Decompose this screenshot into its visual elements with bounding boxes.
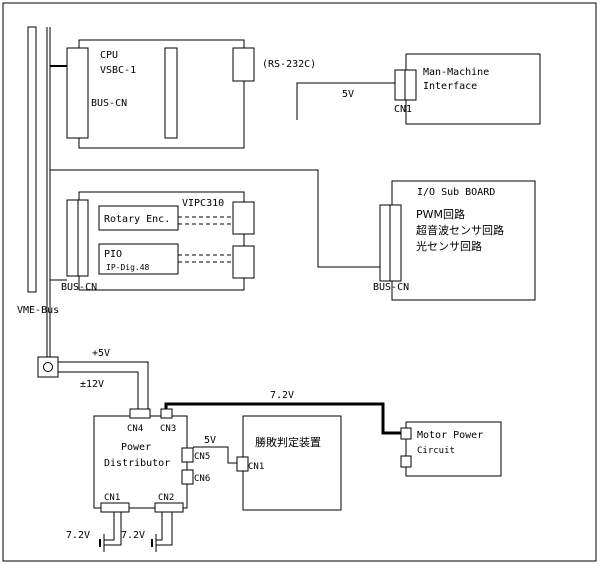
- serial-5v-label: 5V: [342, 89, 354, 100]
- io-sub-ultrasonic: 超音波センサ回路: [416, 223, 504, 237]
- pm12v-line: [58, 371, 139, 409]
- cpu-model: VSBC-1: [100, 65, 136, 76]
- cn4-connector: [129, 408, 151, 419]
- vipc-label: VIPC310: [182, 198, 224, 209]
- cpu-board: CPU VSBC-1 BUS-CN (RS-232C): [50, 39, 316, 149]
- cn6-label: CN6: [194, 474, 210, 484]
- cn5-connector: [181, 447, 194, 463]
- cn4-label: CN4: [127, 424, 143, 434]
- vme-bus-rail: [27, 26, 37, 293]
- cpu-serial-connector: [232, 47, 255, 82]
- battery-left-wire-a: [104, 512, 115, 541]
- bus-to-io-sub-line: [50, 169, 380, 268]
- io-sub-title: I/O Sub BOARD: [417, 187, 495, 198]
- battery-right: 7.2V: [121, 512, 173, 552]
- battery-right-wire-a: [156, 512, 163, 541]
- io-sub-connector-label: BUS-CN: [373, 282, 409, 293]
- bus-power-box: [37, 356, 59, 378]
- cn1-label: CN1: [104, 493, 120, 503]
- plus5v-line: [58, 361, 149, 409]
- motor-title-line2: Circuit: [417, 446, 455, 456]
- io-bus-connector-label: BUS-CN: [61, 282, 97, 293]
- io-board: VIPC310 Rotary Enc. PIO IP-Dig.48 BUS-CN: [50, 191, 255, 293]
- mmi-title-line1: Man-Machine: [423, 67, 489, 78]
- cn3-connector: [160, 408, 173, 419]
- plus5v-label: +5V: [92, 348, 110, 359]
- power-distributor-line2: Distributor: [104, 458, 170, 469]
- cn2-connector: [154, 502, 184, 513]
- pio-label: PIO: [104, 249, 122, 260]
- battery-left-label: 7.2V: [66, 530, 90, 541]
- battery-left: 7.2V: [66, 512, 122, 552]
- power-distributor: Power Distributor CN4 CN3 CN5 CN6 CN1 CN…: [93, 408, 210, 513]
- battery-left-wire-b: [104, 512, 122, 546]
- motor-7v2-label: 7.2V: [270, 390, 294, 401]
- cpu-slot: [164, 47, 178, 139]
- io-sub-pwm: PWM回路: [416, 208, 465, 221]
- man-machine-interface: Man-Machine Interface CN1: [394, 53, 541, 125]
- cpu-bus-connector-label: BUS-CN: [91, 98, 127, 109]
- mmi-connector-label: CN1: [394, 104, 412, 115]
- io-sub-board: I/O Sub BOARD PWM回路 超音波センサ回路 光センサ回路 BUS-…: [373, 180, 536, 301]
- motor-connector-lower: [400, 455, 412, 468]
- cn3-label: CN3: [160, 424, 176, 434]
- cpu-bus-connector: [66, 47, 89, 139]
- vipc-connector-lower: [232, 245, 255, 279]
- io-sub-optical: 光センサ回路: [416, 239, 482, 253]
- motor-box: [405, 421, 502, 477]
- motor-7v2-line: [164, 402, 401, 435]
- cpu-title: CPU: [100, 50, 118, 61]
- battery-right-wire-b: [156, 512, 173, 546]
- bus-power-connector: [43, 362, 53, 372]
- vipc-connector-upper: [232, 201, 255, 235]
- judge-device: CN1 勝敗判定装置: [236, 415, 342, 511]
- motor-connector-upper: [400, 427, 412, 440]
- mmi-title-line2: Interface: [423, 81, 477, 92]
- vme-bus-label: VME-Bus: [17, 305, 59, 316]
- cpu-serial-label: (RS-232C): [262, 59, 316, 70]
- battery-right-label: 7.2V: [121, 530, 145, 541]
- judge-connector: [236, 456, 249, 472]
- serial-5v-line: [296, 82, 395, 120]
- motor-power-circuit: Motor Power Circuit: [400, 421, 502, 477]
- pio-box: [98, 243, 179, 275]
- cn1-connector: [100, 502, 130, 513]
- judge-connector-label: CN1: [248, 462, 264, 472]
- motor-title-line1: Motor Power: [417, 430, 483, 441]
- rotary-encoder-box: [98, 205, 179, 231]
- judge-5v-label: 5V: [204, 435, 216, 446]
- pio-sublabel: IP-Dig.48: [106, 263, 150, 272]
- rotary-encoder-label: Rotary Enc.: [104, 214, 170, 225]
- vme-bus: VME-Bus: [17, 26, 59, 378]
- judge-label: 勝敗判定装置: [255, 435, 321, 449]
- cn2-label: CN2: [158, 493, 174, 503]
- pm12v-label: ±12V: [80, 379, 104, 390]
- cn5-label: CN5: [194, 452, 210, 462]
- judge-5v-line: [193, 446, 237, 464]
- power-distributor-line1: Power: [121, 442, 151, 453]
- cn6-connector: [181, 469, 194, 485]
